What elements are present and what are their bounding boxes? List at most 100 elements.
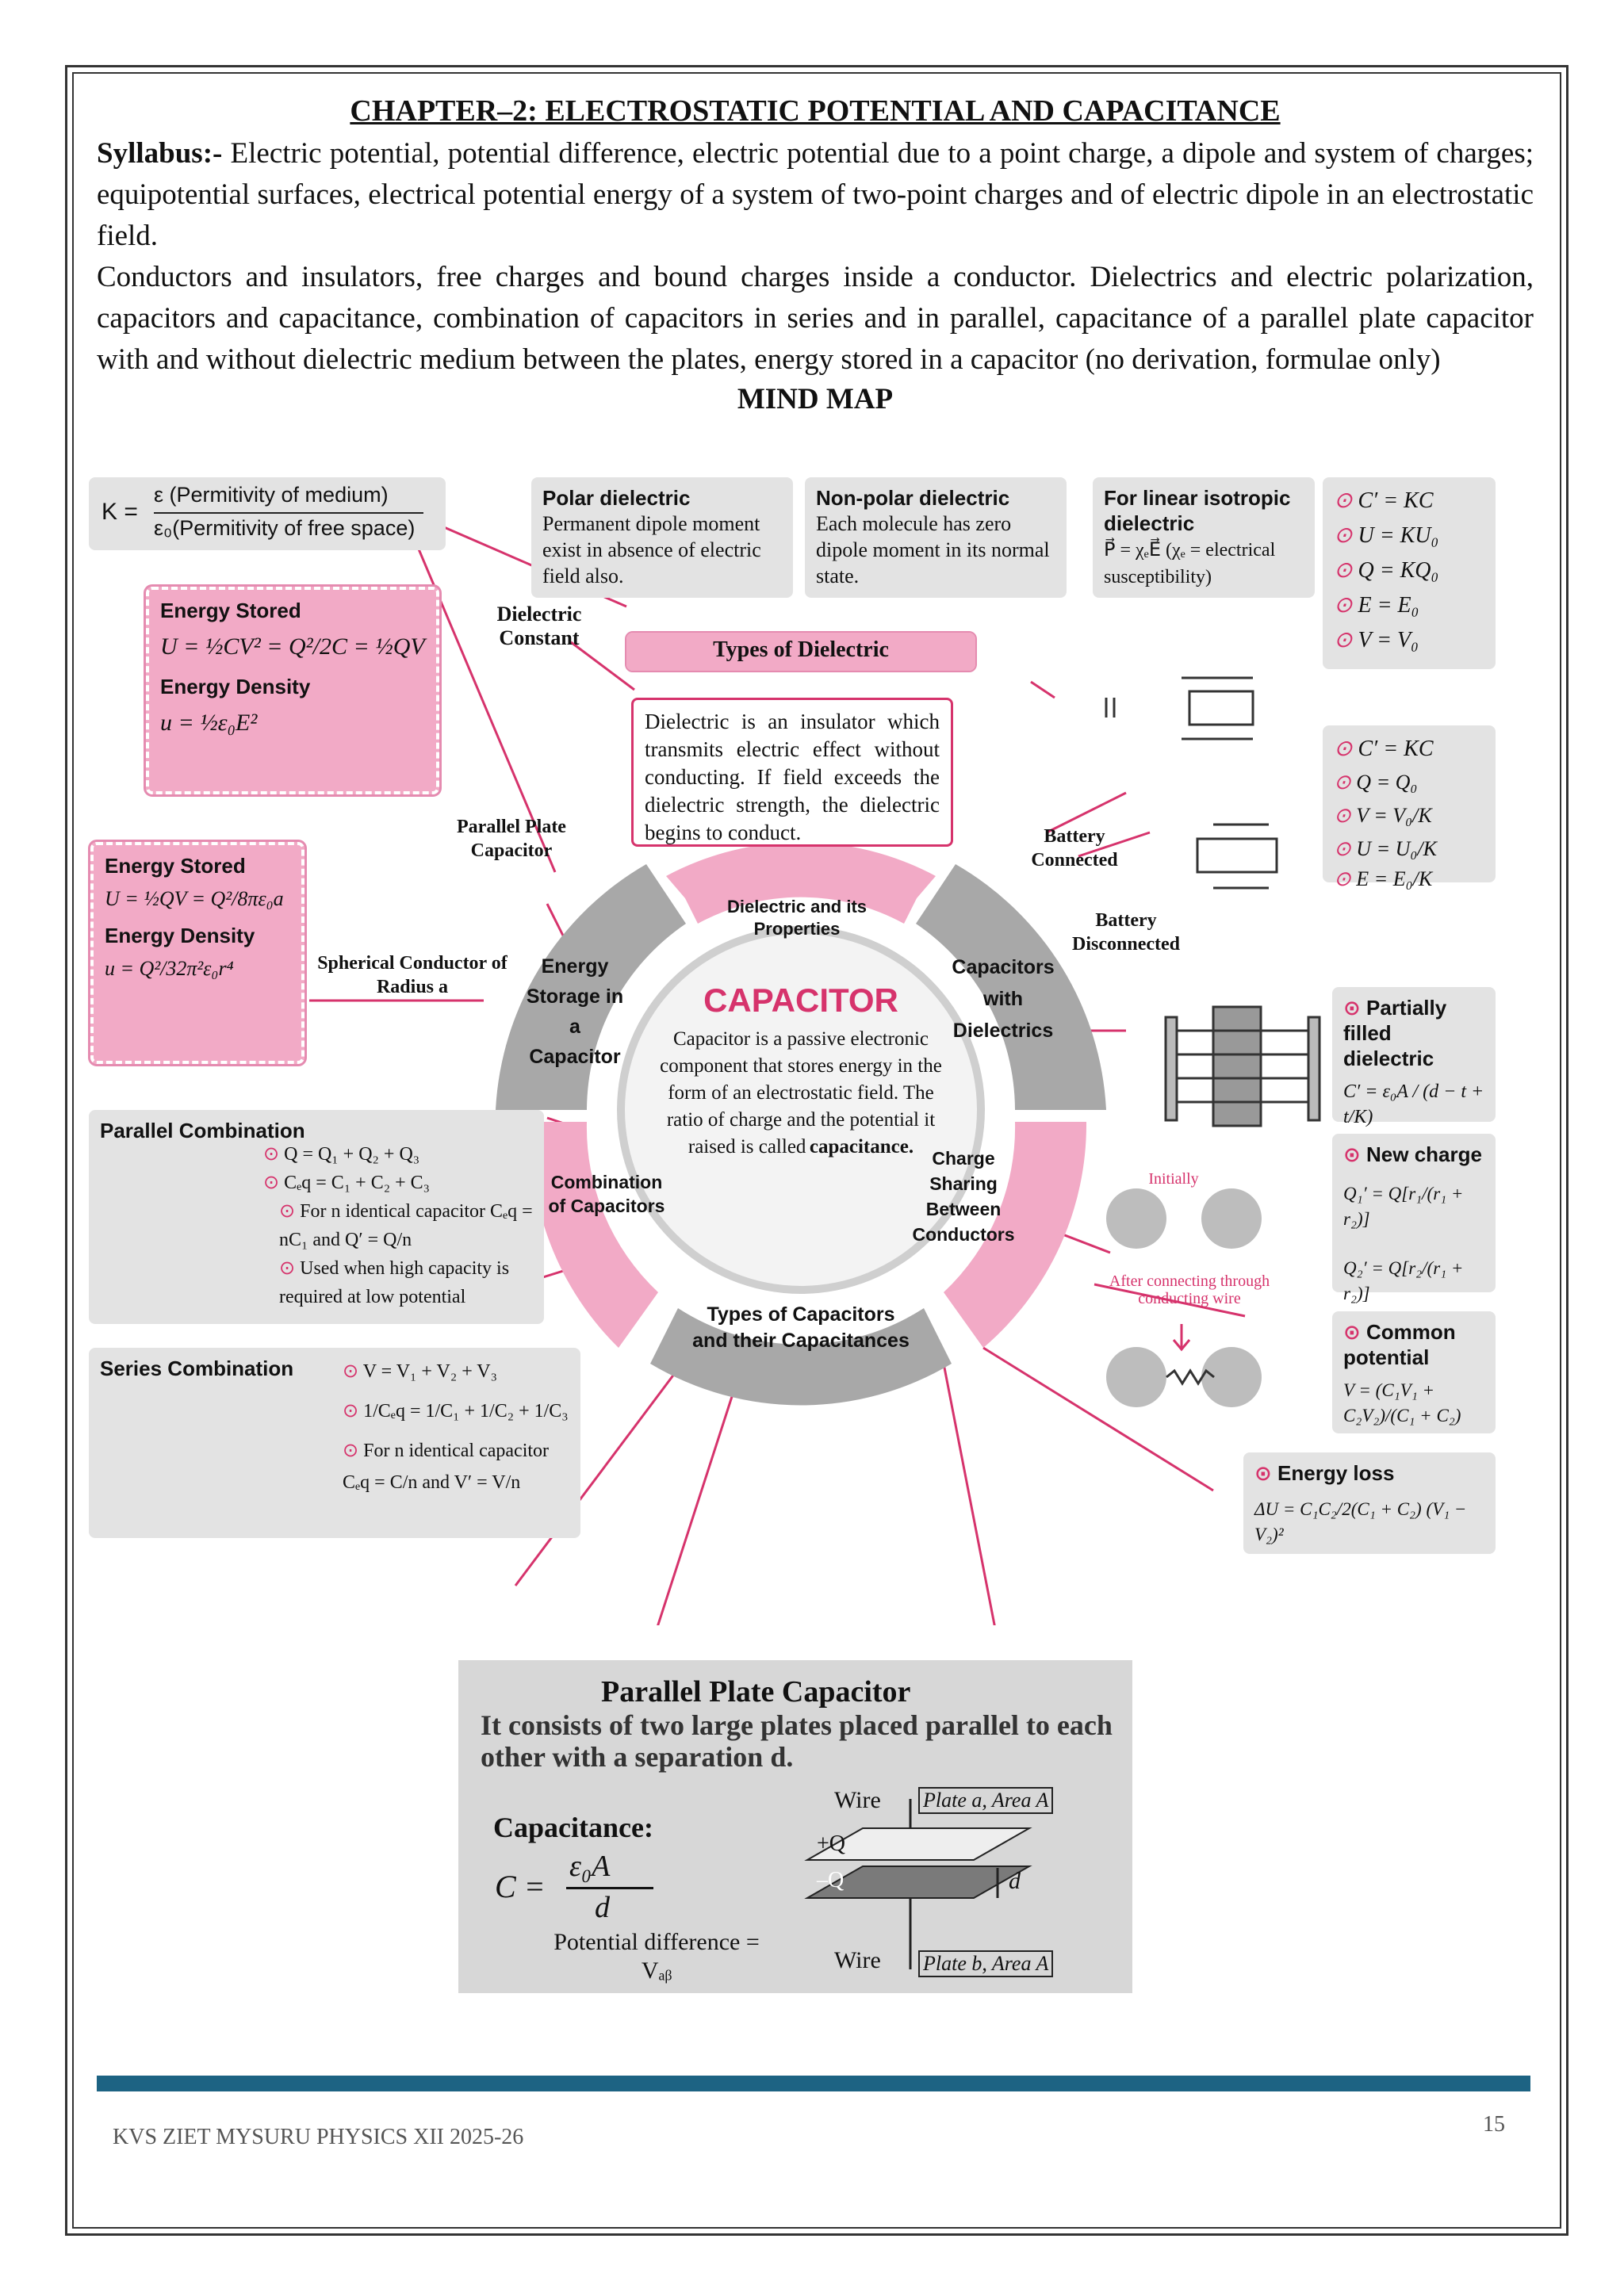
segment-energy-label: Energy Storage in a Capacitor — [526, 955, 624, 1068]
linear-text: P⃗ = χₑE⃗ (χₑ = electrical susceptibilit… — [1104, 540, 1276, 587]
series-comb-item: For n identical capacitor Cₑq = C/n and … — [343, 1435, 573, 1498]
k-label: K = — [102, 499, 138, 525]
center-bold: capacitance. — [809, 1136, 914, 1158]
ppc-plus-q: +Q — [817, 1831, 846, 1856]
ppc-plates-drawing — [804, 1799, 1032, 1969]
partially-filled-box: Partially filled dielectric C′ = ε₀A / (… — [1332, 987, 1496, 1127]
ppc-minus-q: –Q — [817, 1868, 845, 1892]
battery-disconnected-label: Battery Disconnected — [1072, 910, 1180, 955]
disc-list-item: V = V₀/K — [1334, 803, 1484, 828]
sph-energy-formula: U = ½QV = Q²/8πε₀a — [105, 887, 284, 910]
nonpolar-text: Each molecule has zero dipole moment in … — [816, 512, 1050, 587]
partially-filled-diagram — [1164, 1005, 1321, 1127]
segment-types-label: Types of Capacitors and their Capacitanc… — [692, 1303, 910, 1352]
ppc-wire-bottom: Wire — [834, 1947, 881, 1973]
ppc-formula-den: d — [595, 1891, 610, 1924]
ppc-plate-b-label: Plate b, Area A — [918, 1950, 1054, 1977]
partial-title: Partially filled dielectric — [1343, 996, 1446, 1070]
initially-label: Initially — [1148, 1170, 1199, 1188]
header-section: CHAPTER–2: ELECTROSTATIC POTENTIAL AND C… — [97, 94, 1534, 416]
syllabus-paragraph-2: Conductors and insulators, free charges … — [97, 261, 1534, 376]
ppc-formula-num: ε₀A — [569, 1850, 611, 1883]
energy-spherical-box: Energy Stored U = ½QV = Q²/8πε₀a Energy … — [88, 840, 307, 1066]
segment-combination — [530, 1122, 658, 1348]
chapter-title: CHAPTER–2: ELECTROSTATIC POTENTIAL AND C… — [350, 94, 1281, 128]
common-pot-formula: V = (C₁V₁ + C₂V₂)/(C₁ + C₂) — [1343, 1380, 1461, 1425]
polar-dielectric-box: Polar dielectric Permanent dipole moment… — [531, 477, 793, 598]
segment-charge-sharing-label: Charge Sharing Between Conductors — [912, 1148, 1015, 1245]
sphere-1-final — [1106, 1347, 1166, 1407]
center-text: Capacitor is a passive electronic compon… — [660, 1028, 942, 1158]
energy-stored-title: Energy Stored — [160, 599, 301, 622]
ppc-potential-label: Potential difference = Vₐᵦ — [553, 1929, 760, 1984]
syllabus-text-1: Electric potential, potential difference… — [97, 137, 1534, 252]
sph-density-title: Energy Density — [105, 924, 255, 947]
new-charge-2: Q₂′ = Q[r₂/(r₁ + r₂)] — [1343, 1258, 1464, 1303]
segment-combination-label: Combination of Capacitors — [548, 1172, 665, 1216]
dielectric-slab-diagrams — [1105, 676, 1278, 890]
sphere-1-initial — [1106, 1188, 1166, 1249]
polar-text: Permanent dipole moment exist in absence… — [542, 512, 761, 587]
footer-text: KVS ZIET MYSURU PHYSICS XII 2025-26 — [113, 2125, 524, 2149]
sphere-diagrams — [1106, 1188, 1262, 1407]
ppc-capacitance-label: Capacitance: — [493, 1812, 653, 1843]
common-potential-box: Common potential V = (C₁V₁ + C₂V₂)/(C₁ +… — [1332, 1311, 1496, 1433]
battery-connected-label: Battery Connected — [1031, 826, 1118, 871]
disc-list-item: C′ = KC — [1334, 737, 1484, 762]
k-numerator: ε (Permitivity of medium) — [154, 483, 389, 507]
sph-density-formula: u = Q²/32π²ε₀r⁴ — [105, 957, 234, 980]
disc-list-item: E = E₀/K — [1334, 867, 1484, 892]
sphere-2-initial — [1201, 1188, 1262, 1249]
disc-list-item: Q = Q₀ — [1334, 770, 1484, 795]
parallel-comb-item: Q = Q₁ + Q₂ + Q₃ — [263, 1140, 533, 1169]
series-comb-title: Series Combination — [100, 1357, 294, 1380]
mind-map — [309, 515, 1321, 1625]
series-comb-item: 1/Cₑq = 1/C₁ + 1/C₂ + 1/C₃ — [343, 1395, 573, 1427]
after-connecting-label: After connecting through conducting wire — [1109, 1272, 1270, 1307]
parallel-comb-item: Used when high capacity is required at l… — [279, 1254, 533, 1311]
center-title: CAPACITOR — [703, 982, 898, 1019]
parallel-combination-box: Parallel Combination Q = Q₁ + Q₂ + Q₃ Cₑ… — [89, 1110, 544, 1324]
k-list-item: E = E₀ — [1334, 593, 1484, 618]
dielectric-constant-label: Dielectric Constant — [496, 603, 582, 649]
segment-dielectric-label: Dielectric and its Properties — [726, 897, 868, 939]
k-list-item: C′ = KC — [1334, 488, 1484, 514]
new-charge-box: New charge Q₁′ = Q[r₁/(r₁ + r₂)] Q₂′ = Q… — [1332, 1134, 1496, 1303]
spherical-conductor-label: Spherical Conductor of Radius a — [317, 953, 508, 997]
energy-parallel-plate-box: Energy Stored U = ½CV² = Q²/2C = ½QV Ene… — [144, 584, 442, 797]
ppc-title: Parallel Plate Capacitor — [601, 1675, 911, 1709]
k-list-box: C′ = KC U = KU₀ Q = KQ₀ E = E₀ V = V₀ — [1323, 477, 1496, 669]
page-number: 15 — [1483, 2112, 1505, 2137]
energy-loss-title: Energy loss — [1254, 1461, 1394, 1485]
types-dielectric-banner: Types of Dielectric — [625, 631, 977, 672]
k-list-item: Q = KQ₀ — [1334, 558, 1484, 584]
syllabus-label: Syllabus:- — [97, 137, 223, 170]
disc-list-item: U = U₀/K — [1334, 836, 1484, 862]
center-circle — [625, 934, 977, 1286]
segment-types — [650, 1308, 952, 1406]
segment-energy — [496, 864, 686, 1110]
energy-loss-box: Energy loss ΔU = C₁C₂/2(C₁ + C₂) (V₁ − V… — [1243, 1452, 1496, 1554]
partial-formula: C′ = ε₀A / (d − t + t/K) — [1343, 1081, 1484, 1127]
ppc-formula-lhs: C = — [495, 1869, 546, 1904]
ppc-wire-top: Wire — [834, 1787, 881, 1813]
footer-bar — [97, 2076, 1530, 2091]
ppc-d-label: d — [1009, 1868, 1021, 1894]
k-denominator: ε₀(Permitivity of free space) — [154, 516, 416, 540]
center-content: CAPACITOR Capacitor is a passive electro… — [654, 982, 948, 1161]
parallel-comb-item: Cₑq = C₁ + C₂ + C₃ — [263, 1169, 533, 1197]
nonpolar-title: Non-polar dielectric — [816, 486, 1010, 510]
new-charge-1: Q₁′ = Q[r₁/(r₁ + r₂)] — [1343, 1184, 1464, 1229]
parallel-comb-item: For n identical capacitor Cₑq = nC₁ and … — [279, 1197, 533, 1254]
series-combination-box: Series Combination V = V₁ + V₂ + V₃ 1/Cₑ… — [89, 1348, 580, 1538]
new-charge-title: New charge — [1343, 1142, 1482, 1166]
ppc-description: It consists of two large plates placed p… — [481, 1709, 1113, 1773]
energy-density-title: Energy Density — [160, 675, 311, 698]
series-comb-item: V = V₁ + V₂ + V₃ — [343, 1356, 573, 1387]
k-list-item: V = V₀ — [1334, 628, 1484, 653]
energy-loss-formula: ΔU = C₁C₂/2(C₁ + C₂) (V₁ − V₂)² — [1254, 1499, 1467, 1544]
page-border — [65, 65, 1568, 2236]
parallel-plate-capacitor-figure: Parallel Plate Capacitor It consists of … — [458, 1660, 1132, 1993]
polar-title: Polar dielectric — [542, 486, 691, 510]
segment-charge-sharing — [944, 1122, 1087, 1348]
